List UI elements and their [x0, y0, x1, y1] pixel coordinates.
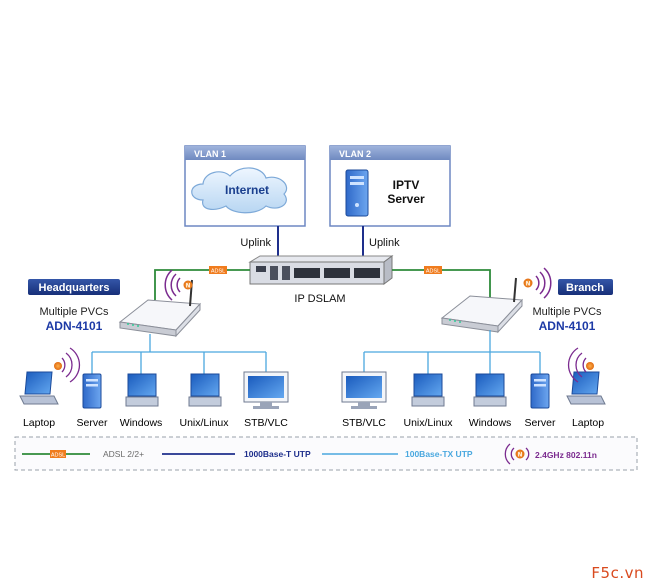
- svg-text:ADSL: ADSL: [426, 269, 440, 275]
- headquarters-badge: [28, 279, 120, 295]
- headquarters-badge-label: Headquarters: [39, 282, 110, 294]
- stb-monitor-icon-branch: [341, 371, 387, 409]
- legend-fe-label: 100Base-TX UTP: [405, 449, 473, 459]
- adsl-line-right: [392, 269, 491, 300]
- device-label-hq-unix-linux: Unix/Linux: [179, 417, 229, 429]
- adsl-tag-right: ADSL: [424, 266, 442, 275]
- vlan1-tag: VLAN 1: [194, 149, 226, 159]
- branch-model-label: ADN-4101: [539, 319, 596, 333]
- watermark-text: F5c.vn: [591, 564, 644, 582]
- server-icon-hq: [82, 373, 102, 409]
- linux-pc-icon-hq: [188, 373, 222, 407]
- ip-dslam-label: IP DSLAM: [294, 293, 345, 305]
- headquarters-pvcs-label: Multiple PVCs: [39, 306, 109, 318]
- branch-pvcs-label: Multiple PVCs: [532, 306, 602, 318]
- laptop-icon-hq: [19, 371, 59, 405]
- adsl-tag-left: ADSL: [209, 266, 227, 275]
- iptv-server-label-line2: Server: [387, 192, 425, 206]
- ip-dslam-device: [248, 255, 394, 285]
- legend-gbe-label: 1000Base-T UTP: [244, 449, 311, 459]
- svg-text:N: N: [526, 282, 530, 288]
- linux-pc-icon-branch: [411, 373, 445, 407]
- device-label-branch-server: Server: [525, 417, 556, 429]
- svg-text:N: N: [186, 284, 190, 290]
- wireless-signal-icon-branch: N: [523, 267, 552, 299]
- device-label-branch-stb-vlc: STB/VLC: [342, 417, 386, 429]
- vlan1-box: VLAN 1 Internet: [184, 145, 306, 227]
- device-label-hq-laptop: Laptop: [23, 417, 55, 429]
- headquarters-model-label: ADN-4101: [46, 319, 103, 333]
- uplink-label-left: Uplink: [240, 237, 271, 249]
- server-icon-branch: [530, 373, 550, 409]
- legend-adsl-tag: ADSL: [50, 450, 66, 459]
- device-label-branch-windows: Windows: [469, 417, 512, 429]
- laptop-icon-branch: [566, 371, 606, 405]
- device-label-branch-laptop: Laptop: [572, 417, 604, 429]
- stb-monitor-icon-hq: [243, 371, 289, 409]
- wireless-signal-icon-hq-laptop: [54, 347, 81, 383]
- branch-badge: [558, 279, 613, 295]
- windows-pc-icon-hq: [125, 373, 159, 407]
- legend-wireless-icon: N: [504, 443, 530, 465]
- svg-text:N: N: [518, 453, 522, 459]
- branch-badge-label: Branch: [566, 282, 604, 294]
- device-label-hq-server: Server: [77, 417, 108, 429]
- internet-cloud-icon: [191, 167, 288, 214]
- vlan2-tag: VLAN 2: [339, 149, 371, 159]
- svg-text:ADSL: ADSL: [211, 269, 225, 275]
- router-icon-branch: [440, 277, 524, 334]
- legend-adsl-label: ADSL 2/2+: [103, 449, 144, 459]
- legend-wifi-label: 2.4GHz 802.11n: [535, 450, 597, 460]
- device-label-branch-unix-linux: Unix/Linux: [403, 417, 453, 429]
- iptv-server-label-line1: IPTV: [393, 178, 420, 192]
- vlan2-box: VLAN 2 IPTV Server: [329, 145, 451, 227]
- internet-label: Internet: [225, 183, 269, 197]
- windows-pc-icon-branch: [473, 373, 507, 407]
- wireless-signal-icon-branch-laptop: [567, 347, 594, 383]
- device-label-hq-stb-vlc: STB/VLC: [244, 417, 288, 429]
- svg-text:ADSL: ADSL: [51, 453, 65, 459]
- lan-lines-branch: [363, 330, 541, 374]
- iptv-server-icon: [345, 169, 369, 217]
- legend-box: ADSL ADSL 2/2+ 1000Base-T UTP 100Base-TX…: [14, 436, 638, 471]
- wireless-signal-icon-headquarters: N: [164, 269, 193, 301]
- adsl-line-left: [154, 269, 250, 300]
- router-icon-headquarters: [118, 279, 202, 338]
- uplink-label-right: Uplink: [369, 237, 400, 249]
- lan-lines-headquarters: [91, 334, 267, 374]
- device-label-hq-windows: Windows: [120, 417, 163, 429]
